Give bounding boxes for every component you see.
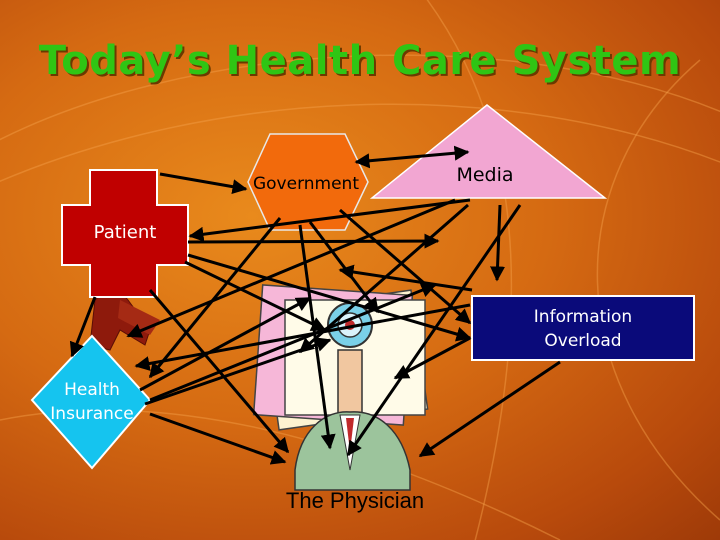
connection-arrows (69, 145, 561, 465)
patient-label: Patient (93, 222, 157, 243)
slide-title: Today’s Health Care System (38, 38, 682, 84)
physician-label: The Physician (285, 488, 425, 513)
information-overload-node (471, 295, 695, 361)
government-node (247, 133, 369, 231)
media-label: Media (456, 164, 514, 186)
health-insurance-node (30, 334, 152, 470)
health-insurance-label-line2: Insurance (50, 404, 134, 424)
information-overload-label-line1: Information (533, 307, 633, 327)
health-insurance-label-line1: Health (64, 380, 120, 400)
information-overload-label-line2: Overload (544, 331, 622, 351)
runner-clipart (89, 292, 160, 351)
government-label: Government (252, 174, 360, 194)
physician-clipart (252, 284, 429, 491)
